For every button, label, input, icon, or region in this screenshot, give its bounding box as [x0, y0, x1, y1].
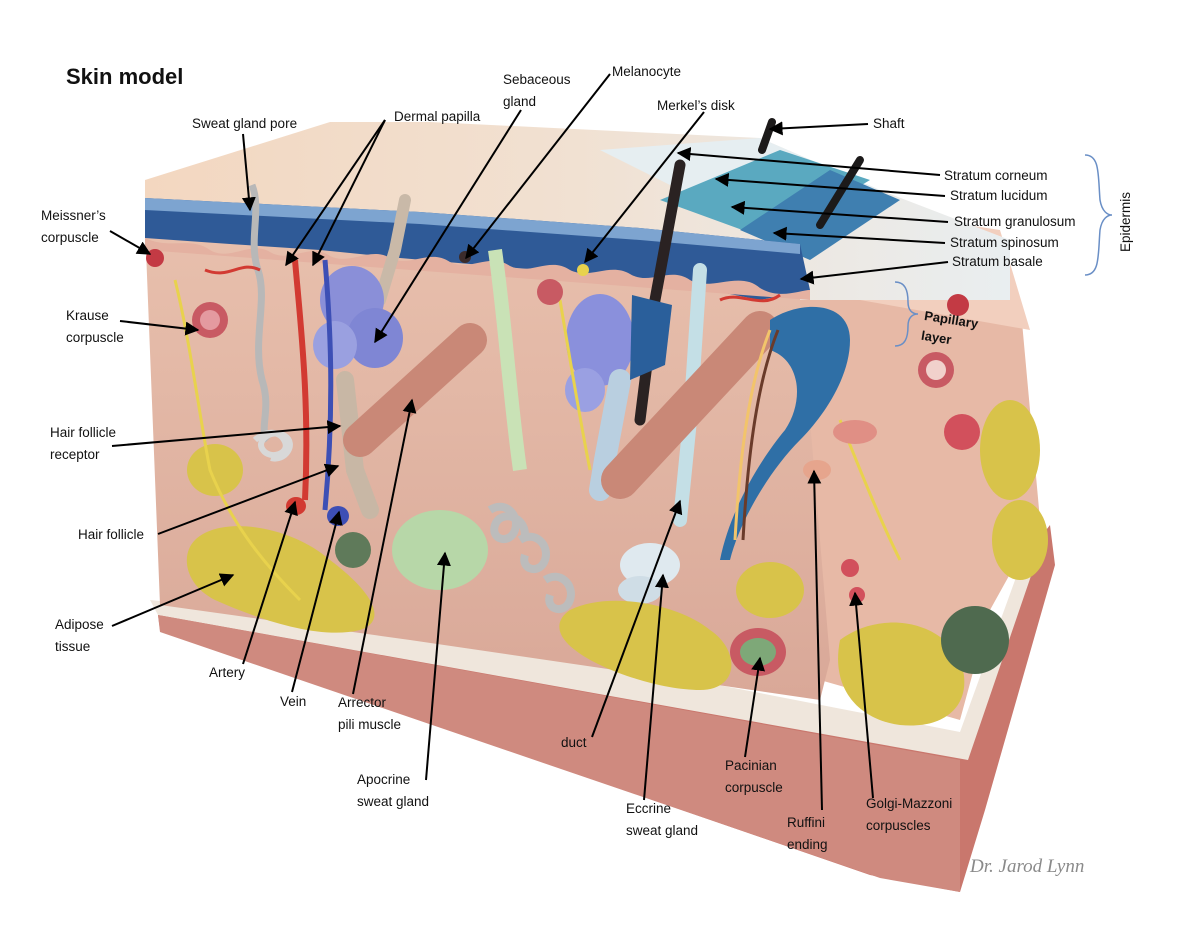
label-apocrine-gland-line2: sweat gland: [357, 794, 430, 809]
label-stratum-spinosum: Stratum spinosum: [950, 235, 1059, 250]
label-melanocyte: Melanocyte: [612, 64, 682, 79]
label-apocrine-gland-line1: Apocrine: [357, 772, 411, 787]
label-golgi-mazzoni-line2: corpuscles: [866, 818, 931, 833]
brackets: [894, 154, 1113, 347]
label-stratum-basale: Stratum basale: [952, 254, 1043, 269]
label-adipose-tissue-line1: Adipose: [55, 617, 104, 632]
label-hair-follicle-receptor-line1: Hair follicle: [50, 425, 117, 440]
label-vein: Vein: [280, 694, 307, 709]
label-papillary-layer: Papillary layer: [920, 306, 980, 354]
label-golgi-mazzoni-line1: Golgi-Mazzoni: [866, 796, 953, 811]
label-sebaceous-gland-line2: gland: [503, 94, 537, 109]
label-sebaceous-gland-line1: Sebaceous: [503, 72, 571, 87]
label-hair-follicle: Hair follicle: [78, 527, 145, 542]
arrector-pili-muscles: [343, 311, 779, 499]
label-arrector-pili-line1: Arrector: [338, 695, 387, 710]
page-title: Skin model: [66, 64, 184, 89]
label-dermal-papilla: Dermal papilla: [394, 109, 481, 124]
label-eccrine-gland-line1: Eccrine: [626, 801, 672, 816]
base-plate: [150, 525, 1055, 892]
label-epidermis: Epidermis: [1118, 191, 1133, 252]
adipose-tissue: [186, 400, 1048, 726]
label-krause-corpuscle-line2: corpuscle: [66, 330, 124, 345]
label-sweat-gland-pore: Sweat gland pore: [192, 116, 298, 131]
label-stratum-granulosum: Stratum granulosum: [954, 214, 1076, 229]
label-krause-corpuscle-line1: Krause: [66, 308, 109, 323]
receptors: [146, 249, 1009, 676]
label-ruffini-ending-line2: ending: [787, 837, 828, 852]
label-papillary-line2: layer: [920, 327, 953, 348]
apocrine-gland: [392, 249, 575, 613]
label-ruffini-ending-line1: Ruffini: [787, 815, 826, 830]
label-meissners-corpuscle-line1: Meissner’s: [41, 208, 106, 223]
label-eccrine-gland-line2: sweat gland: [626, 823, 699, 838]
label-hair-follicle-receptor-line2: receptor: [50, 447, 100, 462]
label-meissners-corpuscle-line2: corpuscle: [41, 230, 99, 245]
label-stratum-lucidum: Stratum lucidum: [950, 188, 1048, 203]
label-duct: duct: [561, 735, 587, 750]
sweat-gland-duct: [248, 183, 293, 462]
label-adipose-tissue-line2: tissue: [55, 639, 91, 654]
hair-bulb-right: [720, 306, 850, 560]
label-arrector-pili-line2: pili muscle: [338, 717, 402, 732]
pointer-arrows: [109, 73, 949, 811]
label-shaft: Shaft: [873, 116, 905, 131]
author-signature: Dr. Jarod Lynn: [970, 856, 1085, 877]
label-stratum-corneum: Stratum corneum: [944, 168, 1048, 183]
label-artery: Artery: [209, 665, 246, 680]
label-merkels-disk: Merkel’s disk: [657, 98, 735, 113]
label-pacinian-corpuscle-line1: Pacinian: [725, 758, 777, 773]
label-pacinian-corpuscle-line2: corpuscle: [725, 780, 783, 795]
